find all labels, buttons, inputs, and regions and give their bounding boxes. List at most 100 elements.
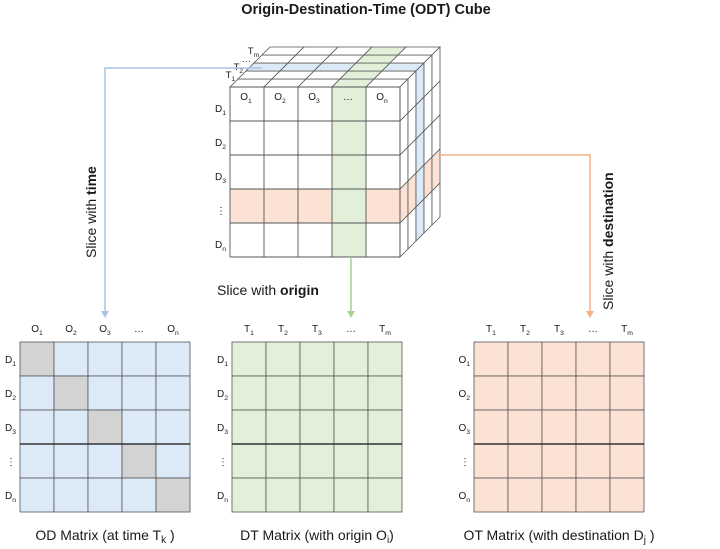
cube-origin-label: On xyxy=(376,92,388,105)
cube-front-face xyxy=(230,87,400,257)
cube-time-label: Tm xyxy=(248,46,259,59)
matrix-row-label: D2 xyxy=(217,389,228,402)
origin-slice-front-overlap xyxy=(332,189,366,223)
matrix-row-label: O1 xyxy=(458,355,470,368)
matrix-cell xyxy=(299,341,335,377)
cube-origin-label: O2 xyxy=(274,92,286,105)
matrix-cell xyxy=(53,341,89,377)
matrix-column-label: On xyxy=(167,324,179,337)
origin-slice-label: Slice with origin xyxy=(217,282,319,298)
matrix-cell xyxy=(265,443,301,479)
matrix-cell xyxy=(609,477,645,513)
matrix-cell xyxy=(609,443,645,479)
matrix-row-label: Dn xyxy=(5,491,16,504)
matrix-cell xyxy=(541,341,577,377)
matrix-cell xyxy=(265,341,301,377)
cube-right-cell xyxy=(431,182,441,226)
matrix-row-label: O3 xyxy=(458,423,470,436)
matrix-cell xyxy=(575,375,611,411)
matrix-cell xyxy=(473,341,509,377)
matrix-cell xyxy=(333,341,369,377)
cube-destination-label: Dn xyxy=(215,240,226,253)
matrix-cell xyxy=(507,443,543,479)
matrix-cell xyxy=(333,375,369,411)
matrix-column-label: O2 xyxy=(65,324,77,337)
matrix-cell xyxy=(299,477,335,513)
cube-origin-label: O1 xyxy=(240,92,252,105)
matrix-column-label: T1 xyxy=(486,324,496,337)
matrix-cell xyxy=(231,443,267,479)
matrix-row-label: O2 xyxy=(458,389,470,402)
destination-slice-front xyxy=(230,189,400,223)
matrix-cell xyxy=(231,375,267,411)
matrix-column-label: Tm xyxy=(621,324,633,337)
matrix-cell xyxy=(473,375,509,411)
od-matrix-caption: OD Matrix (at time Tk ) xyxy=(35,527,174,546)
matrix-cell xyxy=(367,477,403,513)
matrix-column-label: … xyxy=(346,324,356,335)
matrix-cell xyxy=(609,409,645,445)
matrix-cell xyxy=(575,477,611,513)
matrix-cell xyxy=(53,375,89,411)
cube-destination-label: ⋮ xyxy=(216,206,226,217)
matrix-cell xyxy=(265,477,301,513)
cube-right-cell xyxy=(407,206,417,250)
matrix-cell xyxy=(575,409,611,445)
destination-slice-arrow xyxy=(440,154,591,311)
matrix-column-label: T1 xyxy=(244,324,254,337)
arrow-head xyxy=(586,311,594,318)
matrix-cell xyxy=(53,443,89,479)
matrix-cell xyxy=(155,375,191,411)
matrix-cell xyxy=(155,409,191,445)
matrix-row-label: ⋮ xyxy=(460,457,470,468)
matrix-cell xyxy=(121,409,157,445)
cube-origin-label: … xyxy=(343,92,353,103)
matrix-row-label: D1 xyxy=(217,355,228,368)
diagram-title: Origin-Destination-Time (ODT) Cube xyxy=(241,2,490,18)
matrix-cell xyxy=(87,443,123,479)
matrix-column-label: T3 xyxy=(312,324,322,337)
matrix-cell xyxy=(121,477,157,513)
cube-destination-label: D1 xyxy=(215,104,226,117)
matrix-cell xyxy=(265,375,301,411)
cube-origin-label: O3 xyxy=(308,92,320,105)
matrix-row-label: ⋮ xyxy=(6,457,16,468)
matrix-cell xyxy=(87,341,123,377)
matrix-cell xyxy=(609,375,645,411)
matrix-cell xyxy=(231,409,267,445)
matrix-cell xyxy=(265,409,301,445)
time-slice-arrow xyxy=(104,67,262,311)
cube-right-cell xyxy=(423,190,433,234)
matrix-cell xyxy=(367,443,403,479)
matrix-cell xyxy=(507,477,543,513)
cube-right-cell xyxy=(415,198,425,242)
matrix-cell xyxy=(19,375,55,411)
matrix-cell xyxy=(121,443,157,479)
matrix-cell xyxy=(155,341,191,377)
arrow-head xyxy=(101,311,109,318)
matrix-cell xyxy=(473,477,509,513)
matrix-column-label: … xyxy=(588,324,598,335)
cube-right-cell xyxy=(399,214,409,258)
dt-matrix-caption: DT Matrix (with origin Oi) xyxy=(240,527,394,546)
matrix-cell xyxy=(609,341,645,377)
origin-slice-front xyxy=(332,87,366,257)
matrix-cell xyxy=(53,477,89,513)
matrix-cell xyxy=(541,477,577,513)
matrix-row-label: D1 xyxy=(5,355,16,368)
cube-destination-label: D2 xyxy=(215,138,226,151)
matrix-column-label: T2 xyxy=(520,324,530,337)
matrix-column-label: O1 xyxy=(31,324,43,337)
matrix-cell xyxy=(87,409,123,445)
matrix-cell xyxy=(19,443,55,479)
matrix-cell xyxy=(333,409,369,445)
time-slice-label: Slice with time xyxy=(83,166,99,258)
matrix-row-label: Dn xyxy=(217,491,228,504)
matrix-cell xyxy=(507,375,543,411)
arrow-head xyxy=(347,311,355,318)
matrix-column-label: O3 xyxy=(99,324,111,337)
